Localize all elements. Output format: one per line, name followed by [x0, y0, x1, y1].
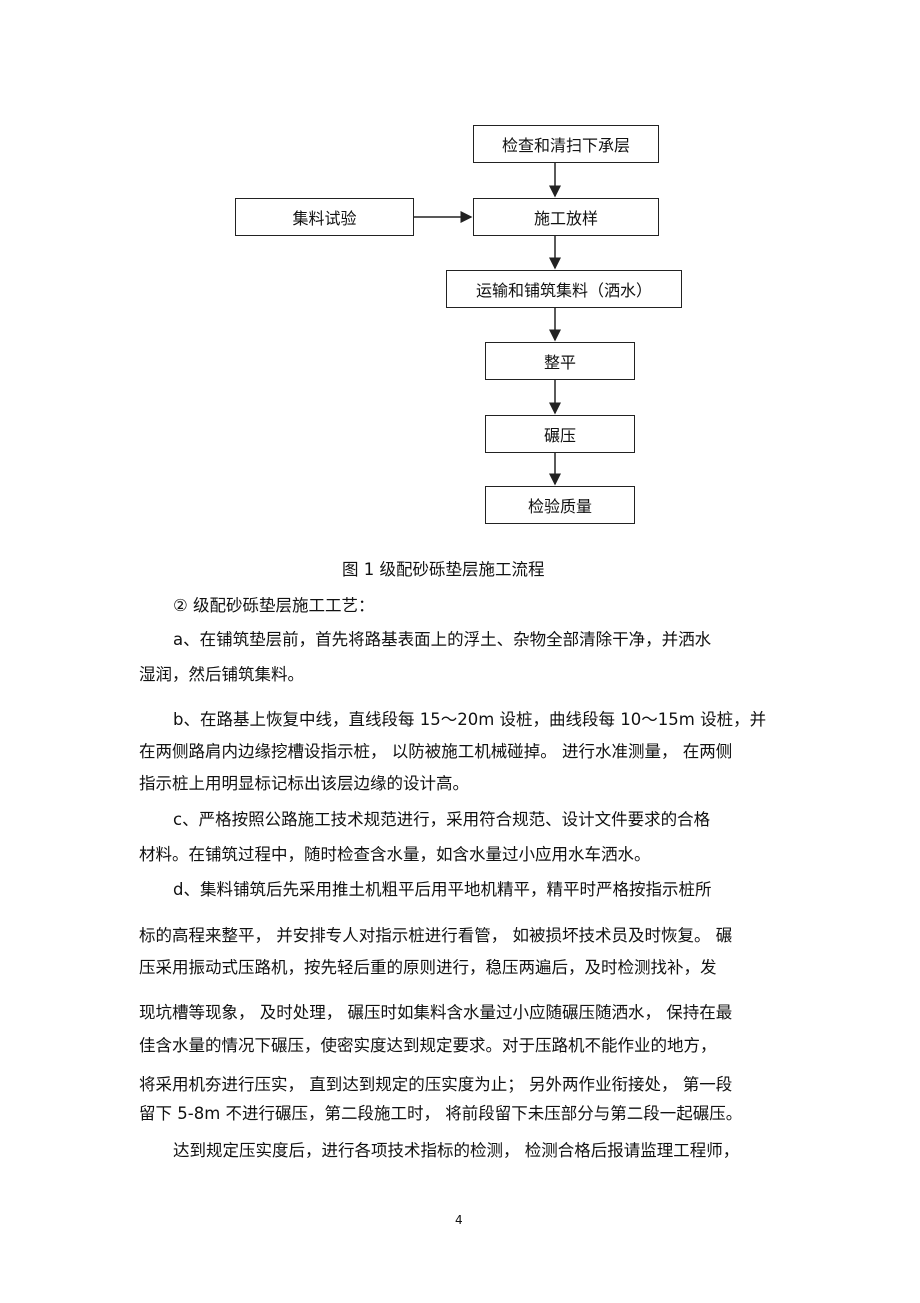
body-line: a、在铺筑垫层前，首先将路基表面上的浮土、杂物全部清除干净，并洒水	[173, 630, 712, 649]
body-line: 达到规定压实度后，进行各项技术指标的检测， 检测合格后报请监理工程师，	[173, 1141, 740, 1160]
body-line: 材料。在铺筑过程中，随时检查含水量，如含水量过小应用水车洒水。	[139, 845, 651, 864]
body-line: 现坑槽等现象， 及时处理， 碾压时如集料含水量过小应随碾压随洒水， 保持在最	[139, 1003, 733, 1022]
body-line: 指示桩上用明显标记标出该层边缘的设计高。	[139, 774, 469, 793]
flow-step-transport: 运输和铺筑集料（洒水）	[446, 270, 682, 308]
figure-caption: 图 1 级配砂砾垫层施工流程	[342, 560, 545, 579]
body-line: 留下 5-8m 不进行碾压，第二段施工时， 将前段留下未压部分与第二段一起碾压。	[139, 1104, 743, 1123]
body-line: 佳含水量的情况下碾压，使密实度达到规定要求。对于压路机不能作业的地方，	[139, 1036, 717, 1055]
flow-step-level: 整平	[485, 342, 635, 380]
flow-step-stakeout: 施工放样	[473, 198, 659, 236]
body-line: c、严格按照公路施工技术规范进行，采用符合规范、设计文件要求的合格	[173, 810, 711, 829]
flowchart-arrows	[414, 163, 561, 486]
body-line: 湿润，然后铺筑集料。	[139, 665, 304, 684]
flow-step-compact: 碾压	[485, 415, 635, 453]
body-line: ② 级配砂砾垫层施工工艺：	[173, 596, 375, 615]
body-line: d、集料铺筑后先采用推土机粗平后用平地机精平，精平时严格按指示桩所	[173, 880, 712, 899]
flow-step-quality: 检验质量	[485, 486, 635, 524]
body-line: 标的高程来整平， 并安排专人对指示桩进行看管， 如被损坏技术员及时恢复。 碾	[139, 926, 733, 945]
body-line: b、在路基上恢复中线，直线段每 15～20m 设桩，曲线段每 10～15m 设桩…	[173, 710, 767, 729]
flow-step-aggregate-test: 集料试验	[235, 198, 414, 236]
body-line: 压采用振动式压路机，按先轻后重的原则进行，稳压两遍后，及时检测找补，发	[139, 958, 717, 977]
body-line: 在两侧路肩内边缘挖槽设指示桩， 以防被施工机械碰掉。 进行水准测量， 在两侧	[139, 742, 733, 761]
page-number: 4	[455, 1213, 463, 1227]
flow-step-inspect: 检查和清扫下承层	[473, 125, 659, 163]
body-line: 将采用机夯进行压实， 直到达到规定的压实度为止； 另外两作业衔接处， 第一段	[139, 1075, 733, 1094]
